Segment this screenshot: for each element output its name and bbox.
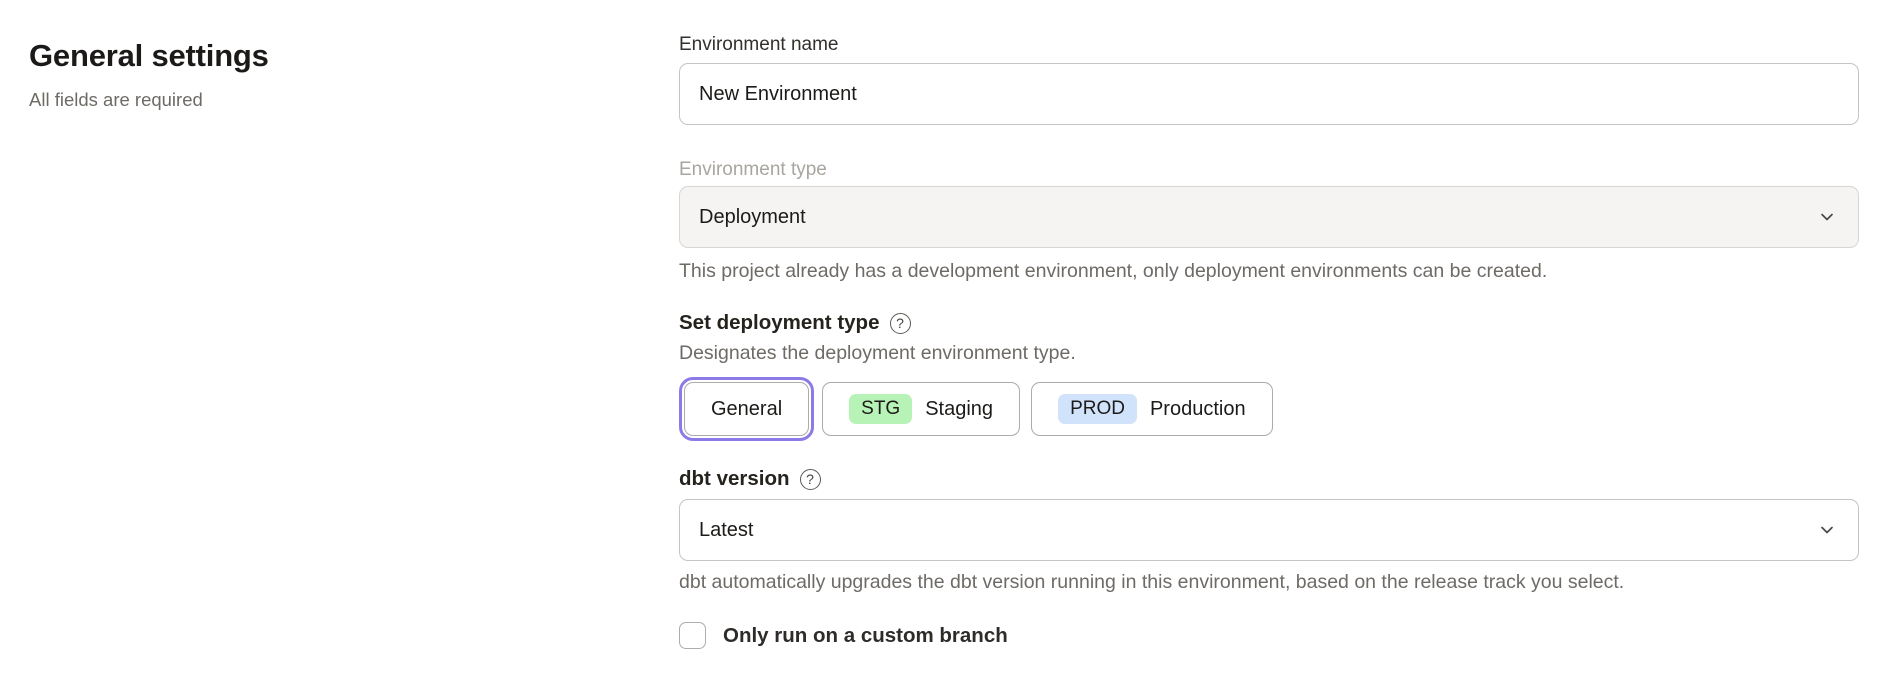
environment-type-select: Deployment bbox=[679, 186, 1859, 248]
deployment-type-option-label: Production bbox=[1149, 397, 1246, 420]
environment-type-value: Deployment bbox=[699, 205, 806, 228]
environment-name-label: Environment name bbox=[679, 34, 839, 55]
dbt-version-helper: dbt automatically upgrades the dbt versi… bbox=[679, 571, 1625, 593]
deployment-type-option-staging[interactable]: STG Staging bbox=[822, 382, 1021, 436]
page-title: General settings bbox=[29, 38, 269, 73]
dbt-version-heading-row: dbt version ? bbox=[679, 466, 1859, 492]
deployment-type-option-label: General bbox=[711, 397, 783, 420]
dbt-version-label: dbt version bbox=[679, 467, 790, 490]
help-icon[interactable]: ? bbox=[889, 312, 911, 334]
help-icon[interactable]: ? bbox=[799, 468, 821, 490]
general-settings-form: Environment name Environment type Deploy… bbox=[678, 0, 1859, 649]
deployment-type-options: General STG Staging PROD Production bbox=[678, 377, 1859, 441]
custom-branch-label[interactable]: Only run on a custom branch bbox=[723, 623, 1008, 647]
environment-type-label: Environment type bbox=[679, 159, 827, 180]
deployment-type-option-label: Staging bbox=[925, 397, 994, 420]
staging-badge: STG bbox=[849, 394, 913, 424]
page-header: General settings All fields are required bbox=[29, 38, 589, 111]
environment-name-input[interactable] bbox=[679, 63, 1859, 125]
chevron-down-icon bbox=[1818, 208, 1836, 226]
dbt-version-value: Latest bbox=[699, 518, 754, 541]
page-subtitle: All fields are required bbox=[29, 89, 203, 110]
deployment-type-description: Designates the deployment environment ty… bbox=[679, 342, 1076, 364]
production-badge: PROD bbox=[1058, 394, 1137, 424]
custom-branch-row: Only run on a custom branch bbox=[679, 622, 1859, 649]
deployment-type-option-production[interactable]: PROD Production bbox=[1031, 382, 1273, 436]
environment-type-helper: This project already has a development e… bbox=[679, 260, 1548, 282]
deployment-type-heading: Set deployment type bbox=[679, 311, 880, 334]
custom-branch-checkbox[interactable] bbox=[679, 622, 706, 649]
deployment-type-heading-row: Set deployment type ? bbox=[679, 310, 1859, 336]
deployment-type-option-general[interactable]: General bbox=[678, 377, 815, 441]
dbt-version-select[interactable]: Latest bbox=[679, 499, 1859, 561]
chevron-down-icon bbox=[1818, 521, 1836, 539]
